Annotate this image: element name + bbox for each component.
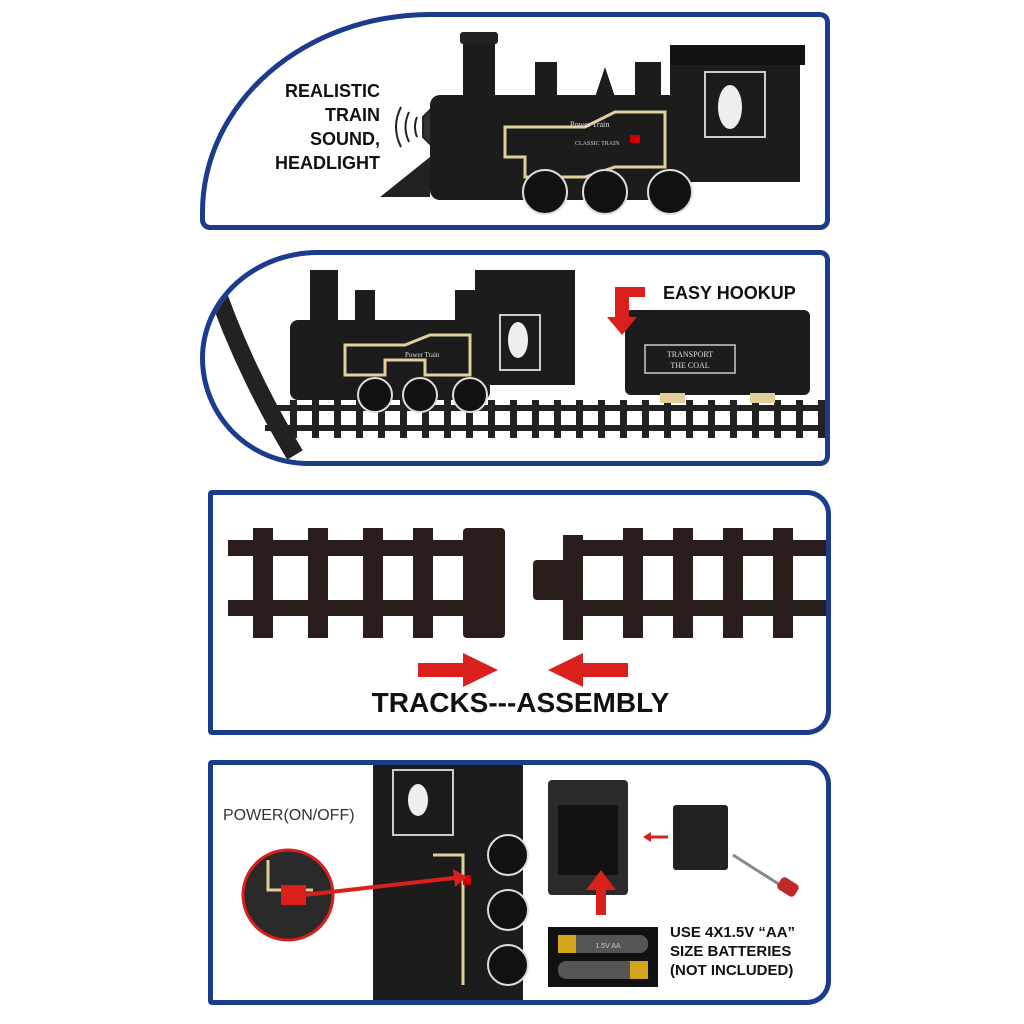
track xyxy=(265,405,825,431)
track-tie xyxy=(576,400,583,438)
track-tie xyxy=(598,400,605,438)
track-tie xyxy=(774,400,781,438)
arrow-up-icon xyxy=(586,870,616,915)
track-tie xyxy=(532,400,539,438)
track-tie xyxy=(378,400,385,438)
track-tie xyxy=(818,400,825,438)
track-tie xyxy=(686,400,693,438)
track-tie xyxy=(796,400,803,438)
train-with-coal-car-image: Power Train TRANSPORT THE COAL xyxy=(205,255,825,460)
battery-instructions: USE 4X1.5V “AA” SIZE BATTERIES (NOT INCL… xyxy=(670,923,795,980)
track-tie xyxy=(290,400,297,438)
track-tie xyxy=(554,400,561,438)
track-tie xyxy=(356,400,363,438)
tracks-assembly-label: TRACKS---ASSEMBLY xyxy=(371,687,670,718)
battery-label: 1.5V AA xyxy=(595,943,621,950)
battery-line: USE 4X1.5V “AA” xyxy=(670,924,796,941)
track-tie xyxy=(466,400,473,438)
wheels xyxy=(522,169,693,215)
label-line: REALISTIC xyxy=(284,81,380,101)
track-pieces-image xyxy=(228,528,826,687)
track-tie xyxy=(730,400,737,438)
arrow-right-icon xyxy=(418,653,498,687)
track-tie xyxy=(422,400,429,438)
speaker-icon xyxy=(395,106,432,148)
power-on-off-label: POWER(ON/OFF) xyxy=(223,807,355,824)
battery-line: (NOT INCLUDED) xyxy=(670,962,794,979)
track-tie xyxy=(488,400,495,438)
power-batteries-panel: 1.5V AA POWER(ON/OFF) USE 4X1.5V “AA” SI… xyxy=(208,760,831,1005)
power-switch[interactable] xyxy=(281,885,306,905)
track-tie xyxy=(334,400,341,438)
label-line: SOUND, xyxy=(309,129,380,149)
track-tie xyxy=(708,400,715,438)
train-name: Power Train xyxy=(570,120,609,129)
track-tie xyxy=(444,400,451,438)
right-track-piece xyxy=(533,528,826,640)
track-tie xyxy=(312,400,319,438)
left-track-piece xyxy=(228,528,505,638)
easy-hookup-label: EASY HOOKUP xyxy=(663,283,796,303)
coal-car xyxy=(625,310,810,395)
power-switch-battery-image: 1.5V AA xyxy=(241,765,799,1000)
locomotive-image: Power Train CLASSIC TRAIN xyxy=(380,32,805,215)
easy-hookup-panel: Power Train TRANSPORT THE COAL EASY HOOK… xyxy=(200,250,830,466)
track-tie xyxy=(620,400,627,438)
track-tie xyxy=(752,400,759,438)
arrow-left-icon xyxy=(548,653,628,687)
track-tie xyxy=(642,400,649,438)
battery-line: SIZE BATTERIES xyxy=(670,943,792,960)
label-line: TRAIN xyxy=(325,105,380,125)
arrow-icon xyxy=(607,287,645,335)
sound-headlight-panel: Power Train CLASSIC TRAIN REALISTIC TRAI… xyxy=(200,12,830,230)
tracks-assembly-panel: TRACKS---ASSEMBLY xyxy=(208,490,831,735)
coal-car-text: TRANSPORT xyxy=(667,350,713,359)
train-name: Power Train xyxy=(405,351,440,359)
label-line: HEADLIGHT xyxy=(275,153,380,173)
battery-cover xyxy=(673,805,728,870)
train-subtext: CLASSIC TRAIN xyxy=(575,141,620,147)
track-tie xyxy=(664,400,671,438)
coal-car-text: THE COAL xyxy=(670,361,709,370)
track-tie xyxy=(400,400,407,438)
sound-headlight-label: REALISTIC TRAIN SOUND, HEADLIGHT xyxy=(275,79,380,175)
track-tie xyxy=(510,400,517,438)
